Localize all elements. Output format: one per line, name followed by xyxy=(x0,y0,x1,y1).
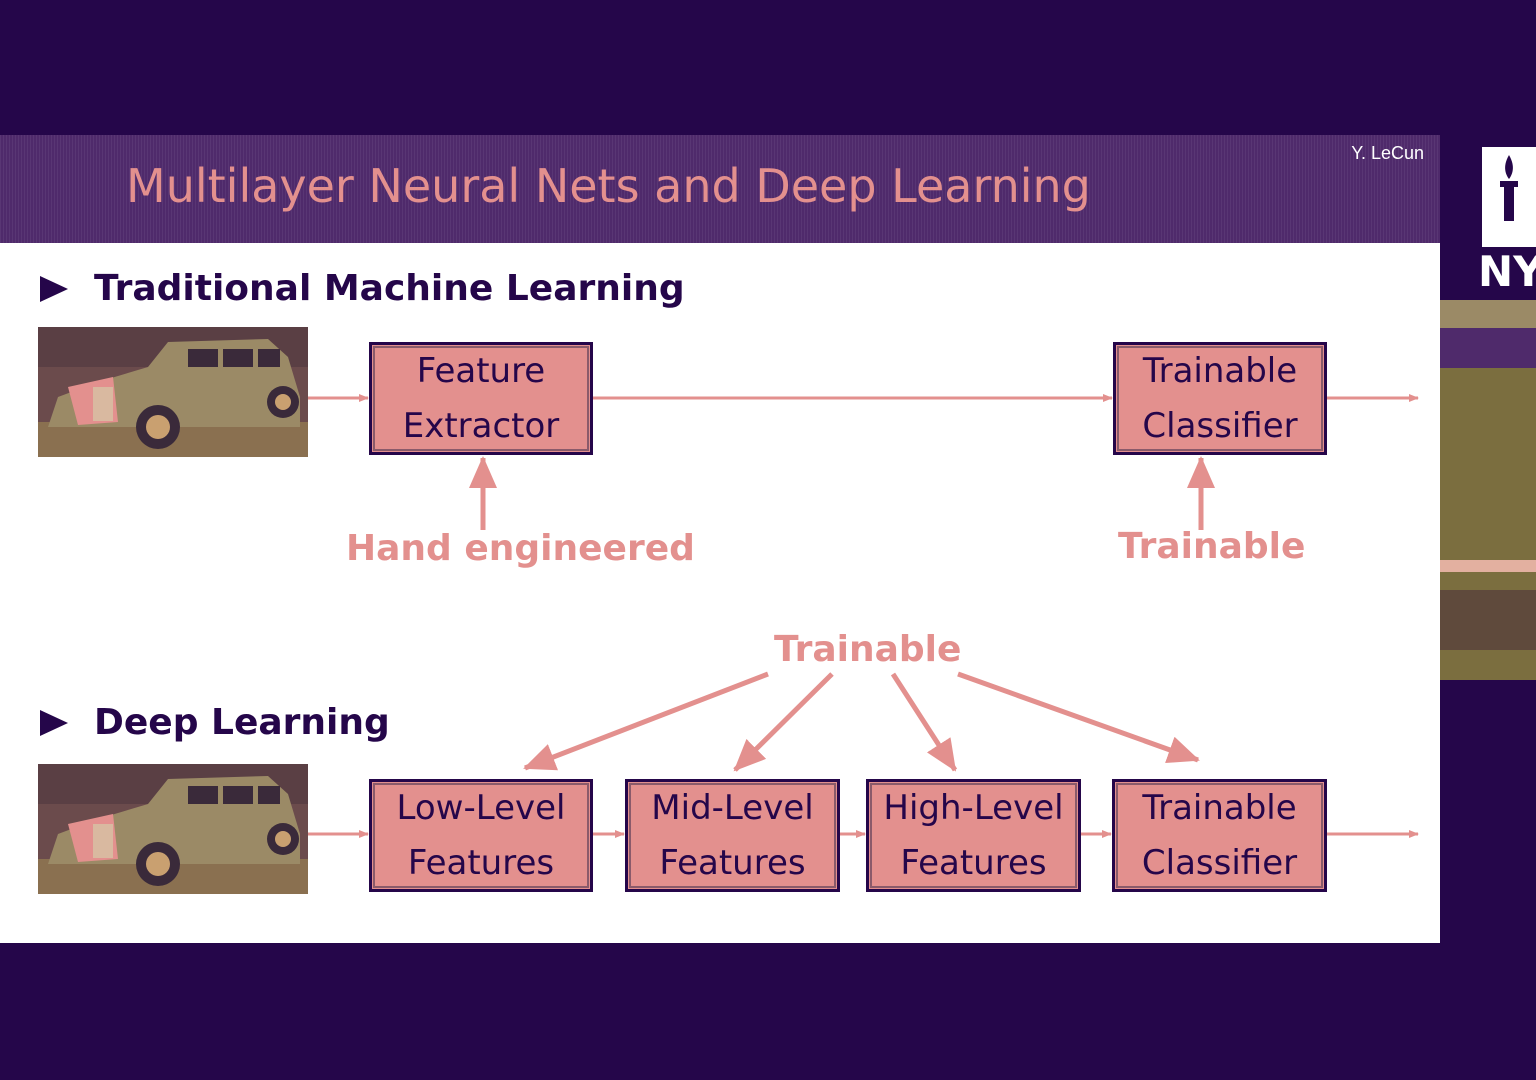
label-hand-engineered: Hand engineered xyxy=(346,528,695,569)
stage-high-line1: High-Level xyxy=(883,787,1064,828)
feature-extractor-line2: Extractor xyxy=(402,405,560,446)
stage-mid-level-box: Mid-Level Features xyxy=(625,779,840,892)
bullet-arrow-icon xyxy=(40,709,68,736)
feature-extractor-line1: Feature xyxy=(416,350,546,391)
label-trainable-classifier: Trainable xyxy=(1118,526,1306,567)
torch-logo-icon xyxy=(1482,147,1536,247)
stage-mid-line2: Features xyxy=(659,842,806,883)
logo-panel: NY xyxy=(1440,135,1536,300)
stage-classifier-box: Trainable Classifier xyxy=(1112,779,1327,892)
speaker-video-strip xyxy=(1440,300,1536,680)
heading-deep: Deep Learning xyxy=(94,702,390,743)
feature-extractor-box: Feature Extractor xyxy=(369,342,593,455)
stage-classifier-line2: Classifier xyxy=(1141,842,1298,883)
logo-text: NY xyxy=(1478,247,1536,296)
trainable-classifier-box-traditional: Trainable Classifier xyxy=(1113,342,1327,455)
title-bar: Multilayer Neural Nets and Deep Learning… xyxy=(0,135,1440,243)
label-trainable-deep: Trainable xyxy=(774,629,962,670)
car-image-icon xyxy=(38,327,308,457)
car-photo-deep xyxy=(38,764,308,894)
stage-low-line2: Features xyxy=(407,842,555,883)
slide-title: Multilayer Neural Nets and Deep Learning xyxy=(126,159,1091,213)
arrow-trainable-to-classifier xyxy=(957,671,1200,764)
arrow-trainable-to-high xyxy=(890,672,958,772)
stage-high-level-box: High-Level Features xyxy=(866,779,1081,892)
car-image-icon xyxy=(38,764,308,894)
stage-high-line2: Features xyxy=(900,842,1047,883)
bullet-deep: Deep Learning xyxy=(40,702,390,743)
stage-classifier-line1: Trainable xyxy=(1142,787,1297,828)
author-label: Y. LeCun xyxy=(1351,143,1424,163)
bullet-traditional: Traditional Machine Learning xyxy=(40,268,685,309)
bullet-arrow-icon xyxy=(40,275,68,302)
arrow-trainable-to-low xyxy=(523,671,769,771)
arrow-trainable-to-mid xyxy=(733,672,834,772)
classifier-line1: Trainable xyxy=(1142,350,1298,391)
stage-low-level-box: Low-Level Features xyxy=(369,779,593,892)
heading-traditional: Traditional Machine Learning xyxy=(94,268,685,309)
stage-low-line1: Low-Level xyxy=(396,787,566,828)
classifier-line2: Classifier xyxy=(1142,405,1298,446)
stage-mid-line1: Mid-Level xyxy=(651,787,814,828)
car-photo-traditional xyxy=(38,327,308,457)
